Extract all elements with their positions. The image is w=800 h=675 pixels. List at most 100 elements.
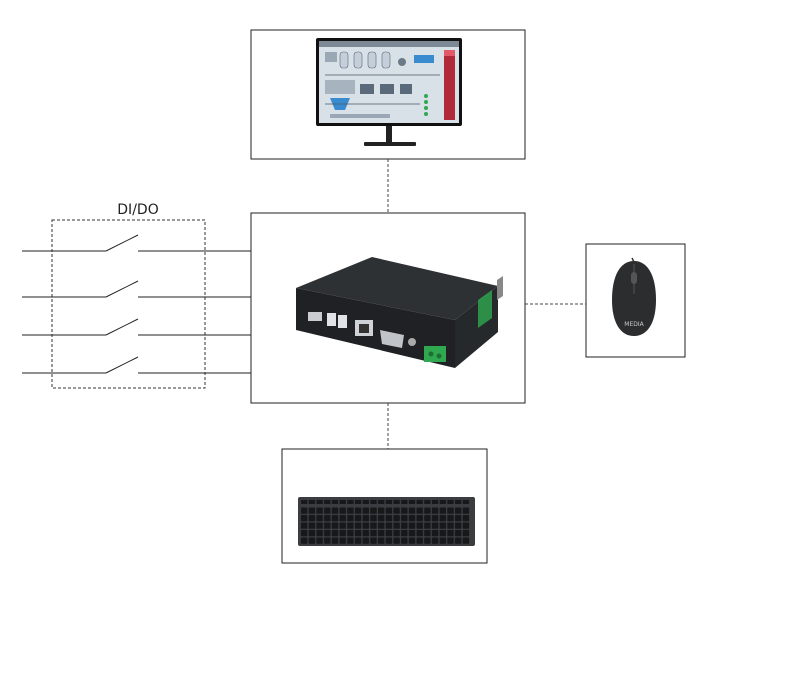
keyboard-key [424,530,431,537]
terminal-block [424,346,446,362]
keyboard-key [324,515,331,522]
keyboard-key [370,515,377,522]
switch-channel [22,356,251,374]
keyboard-key [324,530,331,537]
keyboard-key [331,522,339,529]
keyboard-key [347,500,354,504]
keyboard-key [301,500,308,504]
keyboard-key [378,515,385,522]
keyboard-key [362,522,369,529]
keyboard-key [455,507,462,514]
keyboard-key [393,507,400,514]
keyboard-key [408,507,416,514]
monitor-stand-neck [386,126,392,142]
port-serial [380,330,404,348]
mouse-brand-text: MEDIA [624,321,644,328]
keyboard-key [439,500,446,504]
keyboard-key [354,515,362,522]
keyboard-key [408,515,416,522]
keyboard-key [393,522,400,529]
keyboard-key [339,522,346,529]
keyboard-key [408,522,416,529]
keyboard-key [408,537,416,544]
keyboard-key [455,537,462,544]
port-usb-a [308,312,322,321]
keyboard-key [462,507,470,514]
keyboard-key [354,507,362,514]
keyboard-key [339,537,346,544]
keyboard-key [439,507,446,514]
switch-contact [105,318,139,336]
keyboard-key [324,500,331,504]
keyboard-key [362,515,369,522]
scroll-wheel [631,272,637,284]
keyboard-key [416,515,423,522]
keyboard-key [424,537,431,544]
mouse-node: MEDIA [585,243,686,358]
controller-device [296,257,503,368]
keyboard-key [347,507,354,514]
keyboard-key [416,537,423,544]
keyboard-key [416,500,423,504]
keyboard-key [401,507,408,514]
keyboard-key [462,537,470,544]
keyboard-key [378,522,385,529]
keyboard-key [339,507,346,514]
scada-display [319,41,459,120]
keyboard-key [370,507,377,514]
keyboard-key [385,500,393,504]
keyboard-key [308,537,316,544]
keyboard-key [362,537,369,544]
keyboard-key [431,530,439,537]
keyboard-key [462,500,470,504]
keyboard-key [347,515,354,522]
keyboard-key [308,515,316,522]
keyboard-key [347,530,354,537]
keyboard-key [370,530,377,537]
port-usb-2 [338,315,347,328]
keyboard-key [431,537,439,544]
keyboard-key [431,522,439,529]
keyboard-key [462,515,470,522]
keyboard-key [385,515,393,522]
keyboard-key [316,515,323,522]
keyboard-key [439,530,446,537]
keyboard-key [331,500,339,504]
keyboard-key [439,537,446,544]
keyboard-key [362,530,369,537]
keyboard-key [301,507,308,514]
keyboard-key [324,507,331,514]
dido-boundary [51,219,206,389]
keyboard-keys [301,500,470,544]
keyboard-key [370,500,377,504]
switch-channel [22,280,251,298]
keyboard-key [393,500,400,504]
keyboard-key [462,530,470,537]
keyboard-device [298,497,475,546]
keyboard-key [455,515,462,522]
keyboard-key [316,507,323,514]
keyboard-key [447,537,454,544]
keyboard-key [378,530,385,537]
keyboard-key [439,522,446,529]
keyboard-key [324,537,331,544]
switch-channel [22,234,251,252]
keyboard-key [301,537,308,544]
keyboard-key [416,522,423,529]
keyboard-key [424,522,431,529]
keyboard-key [316,537,323,544]
keyboard-key [424,515,431,522]
keyboard-key [385,530,393,537]
keyboard-key [354,522,362,529]
keyboard-key [339,530,346,537]
keyboard-key [347,537,354,544]
keyboard-key [393,515,400,522]
keyboard-key [401,530,408,537]
keyboard-key [447,507,454,514]
keyboard-key [331,530,339,537]
keyboard-key [331,515,339,522]
keyboard-key [401,522,408,529]
switch-contact [105,234,139,252]
keyboard-key [339,515,346,522]
